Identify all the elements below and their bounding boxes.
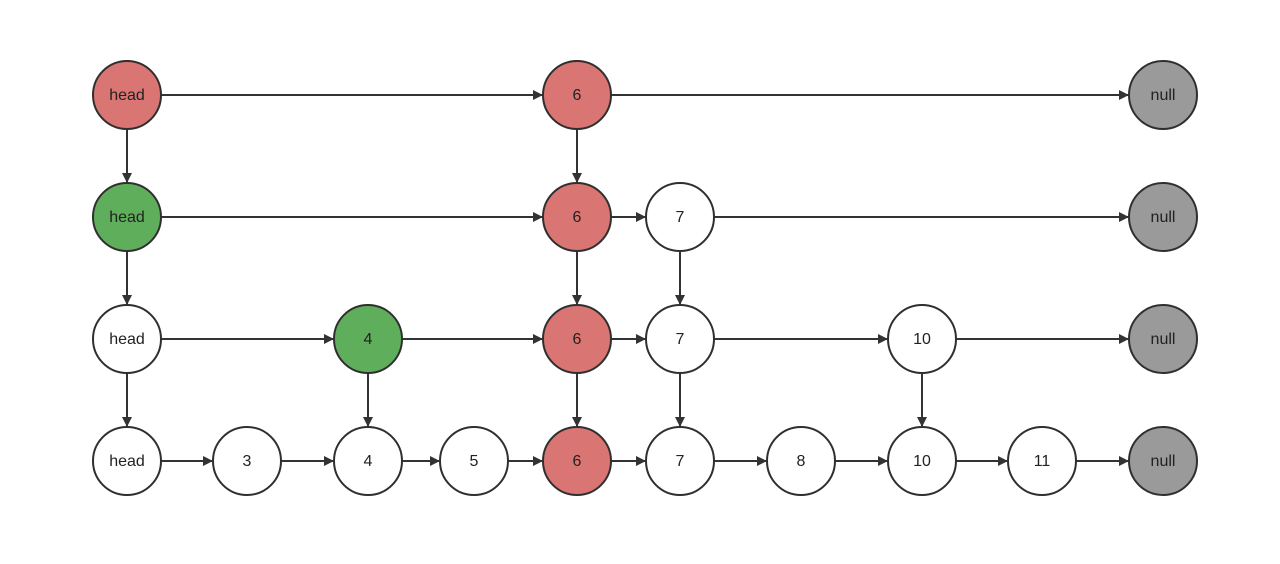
node-l1-null: null bbox=[1128, 182, 1198, 252]
node-circle bbox=[542, 426, 612, 496]
node-label: 7 bbox=[676, 209, 685, 226]
node-l2-10: 10 bbox=[887, 304, 957, 374]
node-l2-6: 6 bbox=[542, 304, 612, 374]
node-circle bbox=[1128, 182, 1198, 252]
node-circle bbox=[887, 426, 957, 496]
node-l2-null: null bbox=[1128, 304, 1198, 374]
node-l2-head: head bbox=[92, 304, 162, 374]
edges-layer bbox=[122, 90, 1129, 466]
node-label: 7 bbox=[676, 331, 685, 348]
node-label: 5 bbox=[470, 453, 479, 470]
node-label: 4 bbox=[364, 331, 373, 348]
node-label: 10 bbox=[913, 453, 931, 470]
node-label: head bbox=[109, 87, 145, 104]
node-l0-head: head bbox=[92, 60, 162, 130]
node-label: null bbox=[1151, 331, 1176, 348]
node-label: 6 bbox=[573, 331, 582, 348]
node-l3-6: 6 bbox=[542, 426, 612, 496]
node-label: 7 bbox=[676, 453, 685, 470]
node-circle bbox=[92, 426, 162, 496]
node-circle bbox=[212, 426, 282, 496]
node-circle bbox=[887, 304, 957, 374]
node-circle bbox=[645, 426, 715, 496]
node-circle bbox=[766, 426, 836, 496]
node-label: 10 bbox=[913, 331, 931, 348]
node-label: 4 bbox=[364, 453, 373, 470]
node-l1-6: 6 bbox=[542, 182, 612, 252]
node-circle bbox=[92, 60, 162, 130]
node-l3-10: 10 bbox=[887, 426, 957, 496]
node-label: null bbox=[1151, 453, 1176, 470]
node-label: 6 bbox=[573, 87, 582, 104]
node-label: null bbox=[1151, 209, 1176, 226]
node-circle bbox=[439, 426, 509, 496]
node-label: head bbox=[109, 453, 145, 470]
node-circle bbox=[542, 304, 612, 374]
node-label: 8 bbox=[797, 453, 806, 470]
node-circle bbox=[1007, 426, 1077, 496]
node-circle bbox=[542, 60, 612, 130]
node-label: 3 bbox=[243, 453, 252, 470]
node-l2-4: 4 bbox=[333, 304, 403, 374]
node-circle bbox=[1128, 426, 1198, 496]
node-label: head bbox=[109, 209, 145, 226]
node-circle bbox=[92, 182, 162, 252]
node-l0-null: null bbox=[1128, 60, 1198, 130]
node-l1-7: 7 bbox=[645, 182, 715, 252]
node-l3-7: 7 bbox=[645, 426, 715, 496]
node-circle bbox=[645, 182, 715, 252]
node-circle bbox=[1128, 304, 1198, 374]
node-circle bbox=[92, 304, 162, 374]
node-l3-11: 11 bbox=[1007, 426, 1077, 496]
node-label: 6 bbox=[573, 209, 582, 226]
node-l0-6: 6 bbox=[542, 60, 612, 130]
nodes-layer: head 6 null head 6 7 null head 4 6 7 10 null head 3 4 5 6… bbox=[92, 60, 1198, 496]
node-circle bbox=[645, 304, 715, 374]
node-circle bbox=[542, 182, 612, 252]
node-l3-4: 4 bbox=[333, 426, 403, 496]
node-l1-head: head bbox=[92, 182, 162, 252]
node-label: 11 bbox=[1034, 453, 1051, 470]
node-label: 6 bbox=[573, 453, 582, 470]
node-l3-8: 8 bbox=[766, 426, 836, 496]
node-label: head bbox=[109, 331, 145, 348]
node-label: null bbox=[1151, 87, 1176, 104]
node-circle bbox=[333, 426, 403, 496]
node-l3-head: head bbox=[92, 426, 162, 496]
node-l2-7: 7 bbox=[645, 304, 715, 374]
node-circle bbox=[1128, 60, 1198, 130]
node-l3-5: 5 bbox=[439, 426, 509, 496]
node-circle bbox=[333, 304, 403, 374]
node-l3-3: 3 bbox=[212, 426, 282, 496]
node-l3-null: null bbox=[1128, 426, 1198, 496]
